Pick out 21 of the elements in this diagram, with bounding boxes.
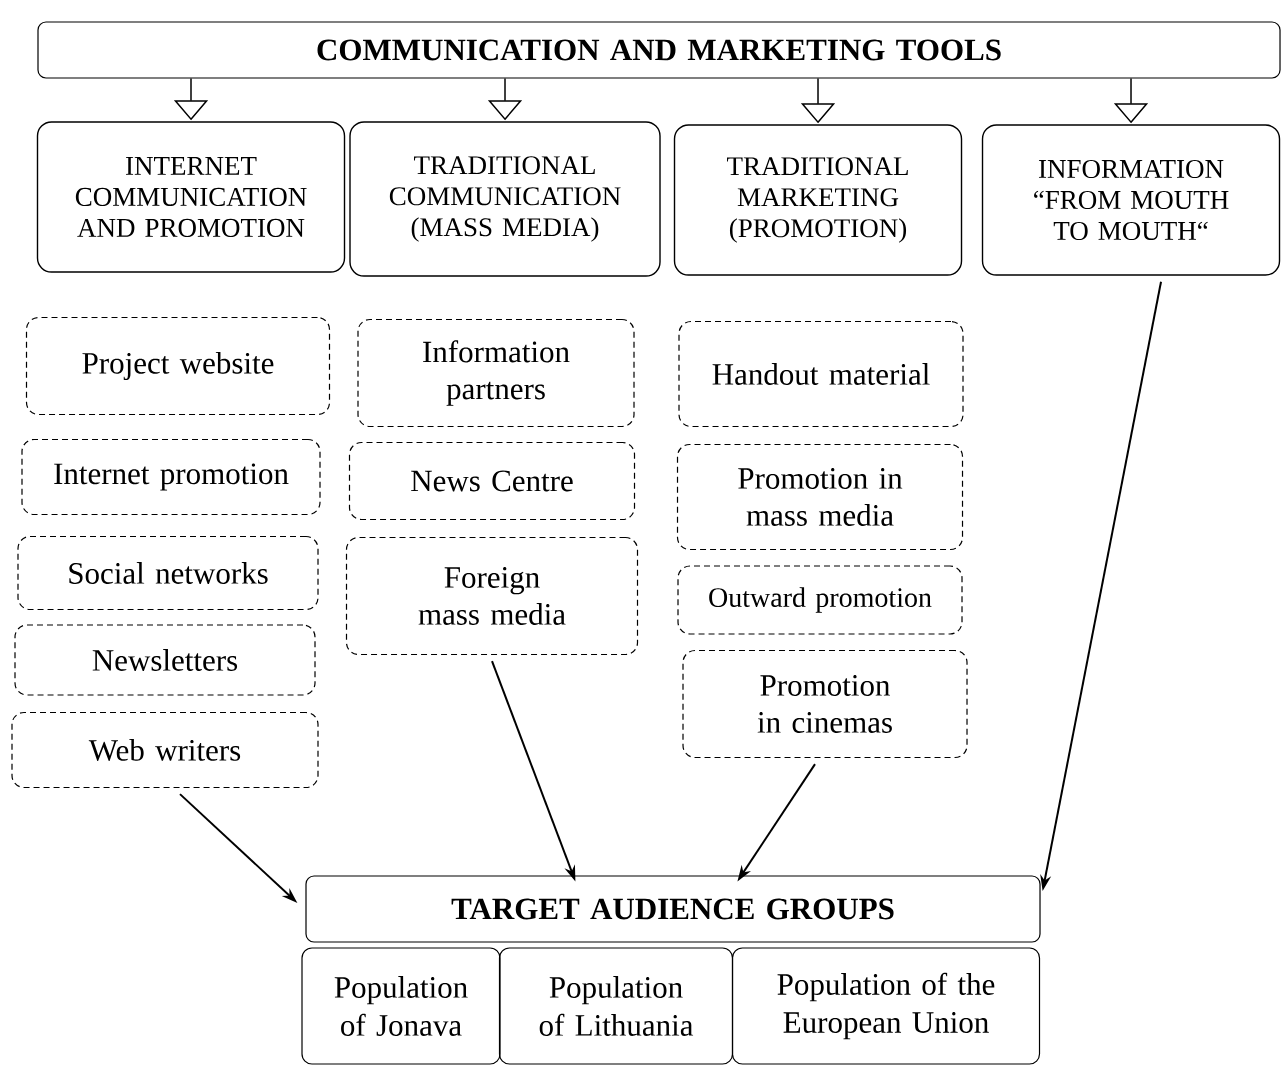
tool-box: Foreign mass media: [345, 536, 639, 656]
tool-box: Handout material: [678, 320, 964, 428]
category-box: TRADITIONAL COMMUNICATION (MASS MEDIA): [349, 121, 661, 277]
title-band: COMMUNICATION AND MARKETING TOOLS: [37, 21, 1281, 79]
group-box: Population of Jonava: [301, 947, 501, 1065]
category-box: INFORMATION “FROM MOUTH TO MOUTH“: [981, 124, 1281, 276]
tool-box: Project website: [25, 316, 331, 416]
group-box: Population of Lithuania: [498, 947, 734, 1065]
tool-box: Information partners: [357, 318, 635, 428]
tool-box: Web writers: [11, 711, 319, 789]
tool-box: Social networks: [17, 535, 319, 611]
tool-box: News Centre: [348, 441, 636, 521]
tool-box: Promotion in cinemas: [682, 649, 968, 759]
tool-box: Internet promotion: [21, 438, 321, 516]
tool-box: Promotion in mass media: [676, 443, 964, 551]
target-box: TARGET AUDIENCE GROUPS: [305, 875, 1041, 943]
category-box: TRADITIONAL MARKETING (PROMOTION): [673, 124, 963, 276]
tool-box: Newsletters: [14, 624, 316, 696]
category-box: INTERNET COMMUNICATION AND PROMOTION: [36, 121, 346, 273]
group-box: Population of the European Union: [731, 947, 1041, 1065]
tool-box: Outward promotion: [677, 565, 963, 635]
